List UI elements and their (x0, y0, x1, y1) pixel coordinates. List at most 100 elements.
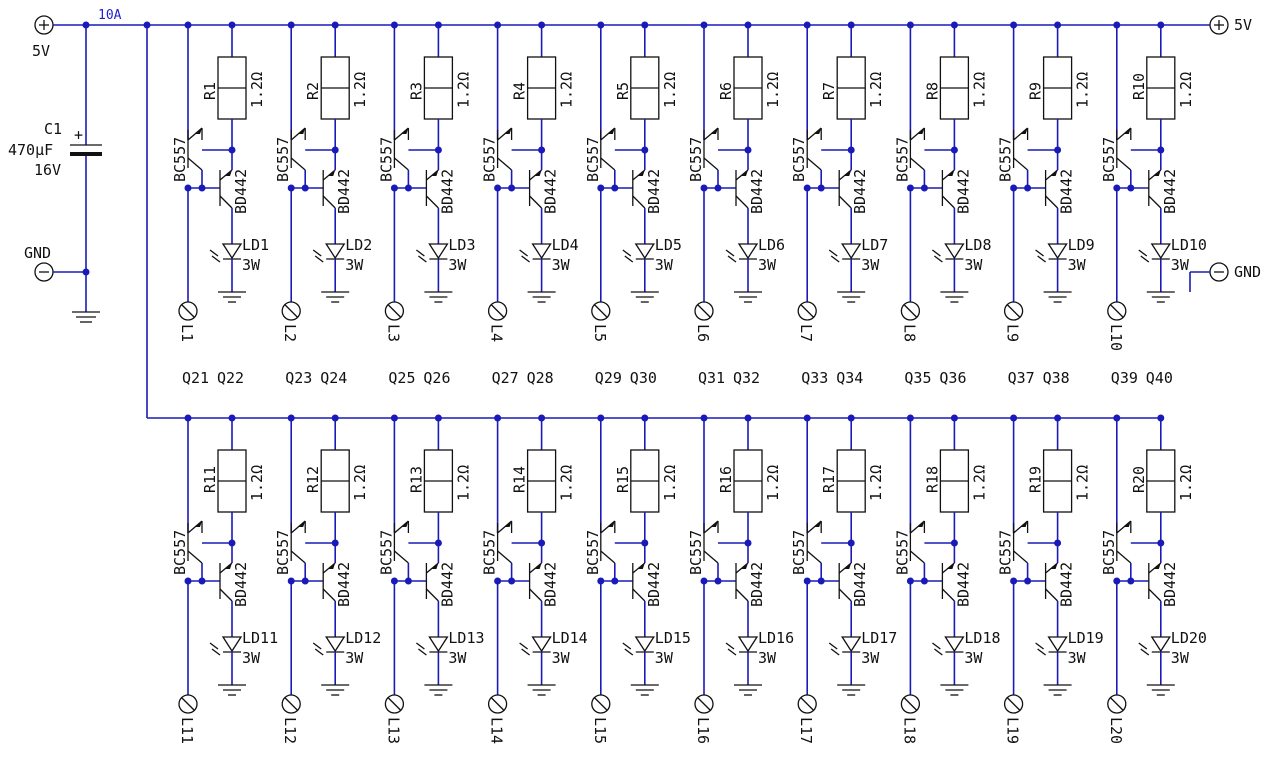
transistor-bc557 (290, 520, 336, 581)
junction-dot (1113, 21, 1121, 29)
ground-symbol (1146, 684, 1175, 696)
transistor-ref-b: Q40 (1146, 369, 1173, 387)
ground-symbol (630, 291, 659, 303)
output-label: L11 (178, 717, 196, 744)
resistor-name: R3 (407, 82, 425, 100)
junction-dot (817, 184, 825, 192)
transistor-ref-b: Q38 (1043, 369, 1070, 387)
output-label: L8 (900, 324, 918, 342)
output-label: L6 (694, 324, 712, 342)
junction-dot (700, 21, 708, 29)
transistor-q2-label: BD442 (954, 562, 972, 607)
ground-symbol (424, 291, 453, 303)
resistor-value: 1.2Ω (558, 465, 576, 501)
led-name: LD4 (552, 236, 579, 254)
junction-dot (228, 21, 236, 29)
transistor-ref-b: Q34 (836, 369, 863, 387)
output-label: L3 (384, 324, 402, 342)
led-name: LD9 (1068, 236, 1095, 254)
transistor-q2-label: BD442 (645, 169, 663, 214)
transistor-q1-label: BC557 (790, 137, 808, 182)
transistor-bc557 (393, 127, 439, 188)
led-symbol (622, 243, 655, 263)
junction-dot (1010, 414, 1018, 422)
junction-dot (434, 414, 442, 422)
led-power: 3W (758, 649, 777, 667)
ground-symbol (321, 684, 350, 696)
transistor-q2-label: BD442 (438, 169, 456, 214)
led-name: LD15 (655, 629, 691, 647)
junction-dot (1127, 184, 1135, 192)
transistor-bd442 (1044, 150, 1059, 209)
junction-dot (331, 414, 339, 422)
output-connector (591, 694, 611, 714)
arrow-head (637, 563, 645, 569)
ground-symbol (630, 684, 659, 696)
junction-dot (198, 577, 206, 585)
led-symbol (519, 243, 552, 263)
output-label: L7 (797, 324, 815, 342)
transistor-bd442 (735, 543, 749, 602)
transistor-q1-label: BC557 (274, 137, 292, 182)
led-power: 3W (861, 649, 880, 667)
transistor-bc557 (290, 127, 336, 188)
transistor-bd442 (735, 150, 749, 209)
arrow-head (504, 128, 512, 134)
junction-dot (817, 577, 825, 585)
junction-dot (1010, 21, 1018, 29)
output-connector (900, 694, 921, 714)
junction-dot (1157, 414, 1165, 422)
output-connector (487, 301, 508, 321)
output-label: L2 (281, 324, 299, 342)
transistor-bc557 (393, 520, 439, 581)
transistor-bd442 (528, 543, 543, 602)
arrow-head (637, 170, 645, 176)
transistor-q1-label: BC557 (481, 530, 499, 575)
transistor-ref-b: Q22 (217, 369, 244, 387)
transistor-q2-label: BD442 (232, 562, 250, 607)
junction-dot (390, 414, 398, 422)
led-name: LD19 (1068, 629, 1104, 647)
transistor-q2-label: BD442 (438, 562, 456, 607)
capacitor-voltage: 16V (34, 161, 61, 179)
arrow-head (328, 563, 336, 569)
transistor-bd442 (1148, 150, 1162, 209)
arrow-head (607, 521, 615, 527)
transistor-q2-label: BD442 (542, 169, 560, 214)
led-name: LD16 (758, 629, 794, 647)
resistor-name: R8 (923, 82, 941, 100)
resistor-value: 1.2Ω (454, 72, 472, 108)
arrow-head (1153, 170, 1161, 176)
junction-dot (700, 414, 708, 422)
arrow-head (1123, 521, 1131, 527)
led-power: 3W (345, 256, 364, 274)
resistor-value: 1.2Ω (454, 465, 472, 501)
capacitor-name: C1 (44, 120, 62, 138)
transistor-ref-b: Q28 (527, 369, 554, 387)
ground-symbol (424, 684, 453, 696)
junction-dot (1113, 414, 1121, 422)
led-power: 3W (552, 256, 571, 274)
transistor-bd442 (1044, 543, 1059, 602)
resistor-name: R16 (717, 466, 735, 493)
power-input-section: 5V 10A + C1 470µF 16V GND (8, 8, 1261, 419)
arrow-head (741, 170, 748, 176)
transistor-ref-a: Q23 (285, 369, 312, 387)
output-connector (1107, 301, 1127, 321)
transistor-q1-label: BC557 (790, 530, 808, 575)
led-power: 3W (448, 649, 467, 667)
led-symbol (725, 243, 759, 263)
ground-terminal-left (34, 262, 90, 282)
positive-terminal-left (34, 15, 54, 35)
resistor-name: R5 (614, 82, 632, 100)
output-connector (694, 694, 714, 714)
